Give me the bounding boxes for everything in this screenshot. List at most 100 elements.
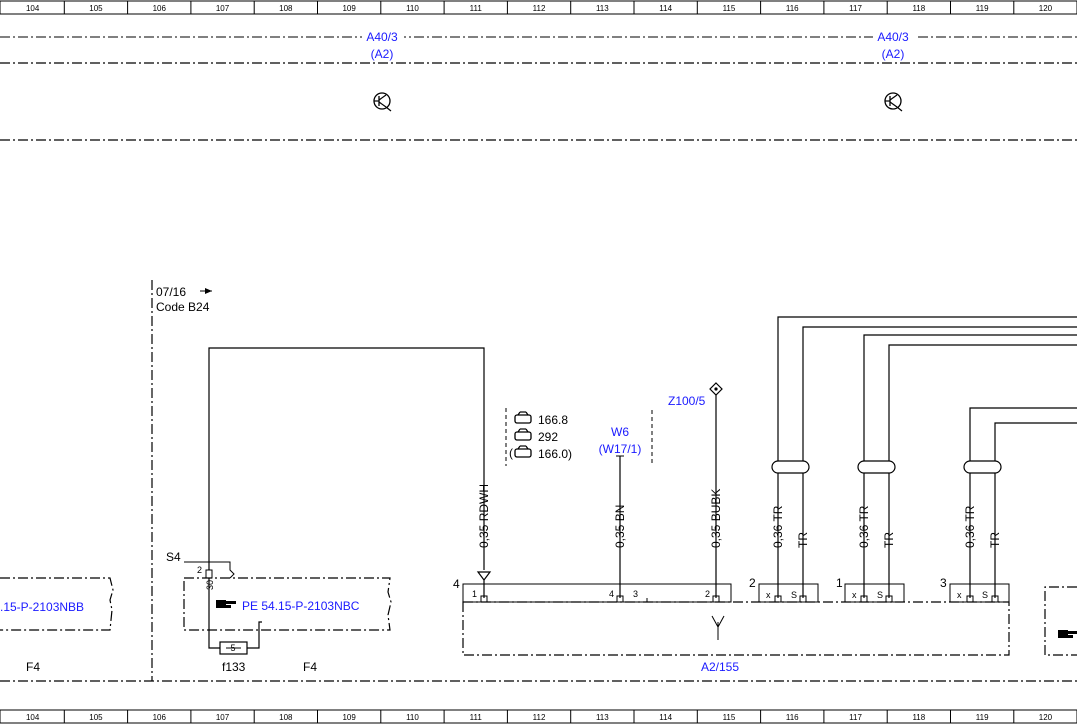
a40-right-sub: (A2) — [882, 47, 905, 61]
ruler-column-label: 106 — [153, 4, 167, 13]
code-label: Code B24 — [156, 300, 210, 314]
ruler-column-label: 118 — [912, 4, 925, 13]
wire-tr1b: TR — [796, 532, 810, 548]
module-band-a40: A40/3 (A2) A40/3 (A2) — [0, 30, 1077, 141]
pin-label: 1 — [472, 589, 477, 599]
pe-right-f-label: F4 — [303, 660, 317, 674]
splice-name: Z100/5 — [668, 394, 706, 408]
ruler-column-label: 106 — [153, 713, 167, 722]
vehicle-code-3: 166.0) — [538, 447, 572, 461]
ground-sub: (W17/1) — [599, 442, 642, 456]
control-unit-icon — [373, 92, 392, 112]
ruler-column-label: 104 — [26, 713, 40, 722]
ground-w6: W6 (W17/1) — [599, 410, 653, 598]
pe-left-f-label: F4 — [26, 660, 40, 674]
pin-x: x — [766, 590, 771, 600]
wire-tr2: 0,36 TR — [857, 505, 871, 548]
code-date: 07/16 — [156, 285, 186, 299]
ruler-column-label: 105 — [89, 4, 103, 13]
input-arrow-icon — [476, 571, 492, 581]
hand-pointer-icon — [1058, 630, 1077, 638]
ruler-column-label: 118 — [912, 713, 925, 722]
ruler-column-label: 114 — [659, 4, 672, 13]
ground-name: W6 — [611, 425, 629, 439]
pin-s: S — [877, 590, 883, 600]
ruler-column-label: 108 — [279, 713, 293, 722]
pe-box-right: PE 54.15-P-2103NBC F4 — [183, 577, 392, 674]
a40-right-name: A40/3 — [877, 30, 909, 44]
ruler-column-label: 104 — [26, 4, 40, 13]
ruler-column-label: 112 — [533, 713, 546, 722]
bottom-ruler: 104 105 106 107 108 109 110 111 112 113 114 115 116 1… — [0, 709, 1077, 724]
wire-tr2b: TR — [882, 532, 896, 548]
pin-s: S — [791, 590, 797, 600]
ruler-column-label: 105 — [89, 713, 103, 722]
ruler-column-label: 119 — [976, 713, 989, 722]
fuse-number: 5 — [230, 643, 235, 653]
ruler-column-label: 114 — [659, 713, 672, 722]
car-icon — [514, 445, 532, 458]
ruler-column-label: 116 — [786, 713, 799, 722]
pin-label: 2 — [705, 589, 710, 599]
twisted-pairs — [771, 316, 1077, 598]
vehicle-code-2: 292 — [538, 430, 558, 444]
car-icon — [514, 428, 532, 441]
ruler-column-label: 116 — [786, 4, 799, 13]
ruler-column-label: 119 — [976, 4, 989, 13]
ruler-column-label: 113 — [596, 4, 609, 13]
pe-right-ref[interactable]: PE 54.15-P-2103NBC — [242, 599, 360, 613]
pe-box-left: .15-P-2103NBB F4 — [0, 577, 114, 674]
ruler-column-label: 107 — [216, 4, 230, 13]
fuse-pin30: 30 — [205, 580, 215, 590]
pin-group-label: 3 — [940, 576, 947, 590]
car-icon — [514, 411, 532, 424]
vehicle-codes: ( 166.8 292 166.0) — [505, 408, 572, 466]
ruler-column-label: 115 — [723, 713, 736, 722]
ruler-column-label: 110 — [406, 4, 419, 13]
pin-label: 3 — [633, 589, 638, 599]
pin-x: x — [852, 590, 857, 600]
ruler-column-label: 112 — [533, 4, 546, 13]
code-region: 07/16 Code B24 — [151, 280, 212, 681]
ruler-column-label: 120 — [1039, 4, 1053, 13]
top-ruler: 104 105 106 107 108 109 110 111 112 113 114 115 116 1… — [0, 0, 1077, 15]
ruler-column-label: 117 — [849, 713, 862, 722]
wire-tr3b: TR — [988, 532, 1002, 548]
ruler-column-label: 113 — [596, 713, 609, 722]
pe-box-far-right — [1044, 586, 1077, 656]
ruler-column-label: 108 — [279, 4, 293, 13]
ruler-column-label: 111 — [470, 4, 483, 13]
fuse-s4-label: S4 — [166, 550, 181, 564]
ruler-column-label: 111 — [470, 713, 483, 722]
wire-rdwh: 0,35 RDWH — [477, 484, 491, 548]
ruler-column-label: 115 — [723, 4, 736, 13]
fuse-label: f133 — [222, 660, 246, 674]
pin-label: 4 — [609, 589, 614, 599]
control-unit-icon — [884, 92, 903, 112]
splice-z100: Z100/5 — [668, 382, 723, 598]
vehicle-code-1: 166.8 — [538, 413, 568, 427]
wire-tr1: 0,36 TR — [771, 505, 785, 548]
pin-x: x — [957, 590, 962, 600]
ruler-column-label: 107 — [216, 713, 230, 722]
ruler-column-label: 120 — [1039, 713, 1053, 722]
connector-a2-155: 4 1 4 3 2 2 1 3 x S x S x S A2/155 — [453, 576, 1010, 674]
fuse-circuit: S4 2 30 5 f133 — [166, 347, 485, 674]
pin-group-label: 2 — [749, 576, 756, 590]
fuse-pin2: 2 — [197, 565, 202, 575]
paren-open: ( — [509, 446, 513, 460]
ruler-column-label: 110 — [406, 713, 419, 722]
pin-s: S — [982, 590, 988, 600]
a40-left-sub: (A2) — [371, 47, 394, 61]
ruler-column-label: 117 — [849, 4, 862, 13]
ruler-column-label: 109 — [342, 713, 356, 722]
wire-labels: 0,35 RDWH 0,35 BN 0,35 BUBK 0,36 TR TR 0… — [477, 484, 1002, 548]
ruler-column-label: 109 — [342, 4, 356, 13]
antenna-icon — [711, 615, 725, 640]
pe-left-ref[interactable]: .15-P-2103NBB — [0, 600, 84, 614]
pin-label: 4 — [453, 577, 460, 591]
wire-tr3: 0,36 TR — [963, 505, 977, 548]
wire-bn: 0,35 BN — [613, 505, 627, 548]
a40-left-name: A40/3 — [366, 30, 398, 44]
